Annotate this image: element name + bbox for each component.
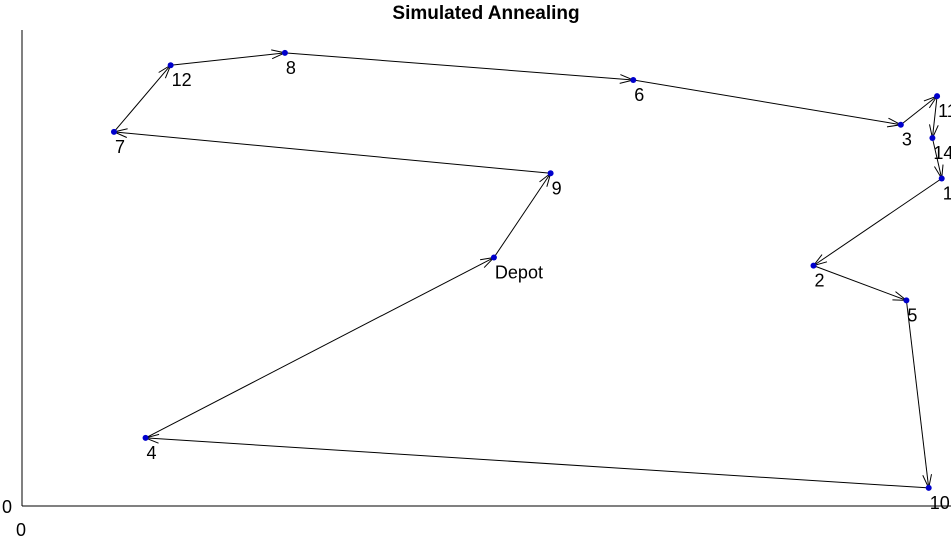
node-label: Depot bbox=[495, 263, 543, 283]
node-label: 12 bbox=[172, 70, 192, 90]
node-point bbox=[925, 484, 932, 491]
chart-title: Simulated Annealing bbox=[392, 3, 579, 24]
node-label: 3 bbox=[902, 130, 912, 150]
node-label: 14 bbox=[933, 143, 951, 163]
node-point bbox=[110, 128, 117, 135]
node-point bbox=[810, 262, 817, 269]
route-edge bbox=[813, 178, 942, 267]
node-point bbox=[903, 297, 910, 304]
node-labels: Depot 2 3 4 5 6 7 8 9 10 11 12 13 14 bbox=[115, 58, 951, 513]
node-label: 4 bbox=[147, 443, 157, 463]
node-label: 6 bbox=[634, 85, 644, 105]
node-point bbox=[281, 49, 288, 56]
node-label: 9 bbox=[552, 178, 562, 198]
node-label: 2 bbox=[815, 271, 825, 291]
route-edge bbox=[633, 79, 901, 126]
route-edge bbox=[145, 437, 929, 489]
node-label: 7 bbox=[115, 137, 125, 157]
route-edge bbox=[284, 52, 634, 81]
node-point bbox=[547, 170, 554, 177]
route-edge bbox=[931, 96, 938, 139]
route-edge bbox=[170, 52, 285, 66]
y-tick-label: 0 bbox=[2, 497, 12, 517]
node-point bbox=[630, 76, 637, 83]
route-edge bbox=[900, 95, 938, 126]
node-point bbox=[938, 175, 945, 182]
node-point bbox=[929, 135, 936, 142]
route-edge bbox=[493, 172, 552, 258]
route-edge bbox=[931, 137, 943, 179]
node-label: 5 bbox=[907, 305, 917, 325]
route-edge bbox=[905, 300, 930, 488]
route-edges bbox=[112, 49, 944, 490]
route-edge bbox=[113, 64, 172, 133]
route-edge bbox=[145, 257, 495, 439]
node-point bbox=[167, 62, 174, 69]
route-edge bbox=[813, 265, 907, 301]
node-label: 11 bbox=[938, 101, 951, 121]
x-tick-label: 0 bbox=[16, 520, 26, 539]
node-point bbox=[934, 93, 941, 100]
node-point bbox=[142, 434, 149, 441]
node-label: 10 bbox=[930, 493, 950, 513]
node-label: 13 bbox=[943, 184, 951, 204]
route-nodes bbox=[110, 49, 945, 491]
node-point bbox=[897, 121, 904, 128]
route-edge bbox=[113, 131, 551, 174]
node-point bbox=[490, 254, 497, 261]
node-label: 8 bbox=[286, 58, 296, 78]
